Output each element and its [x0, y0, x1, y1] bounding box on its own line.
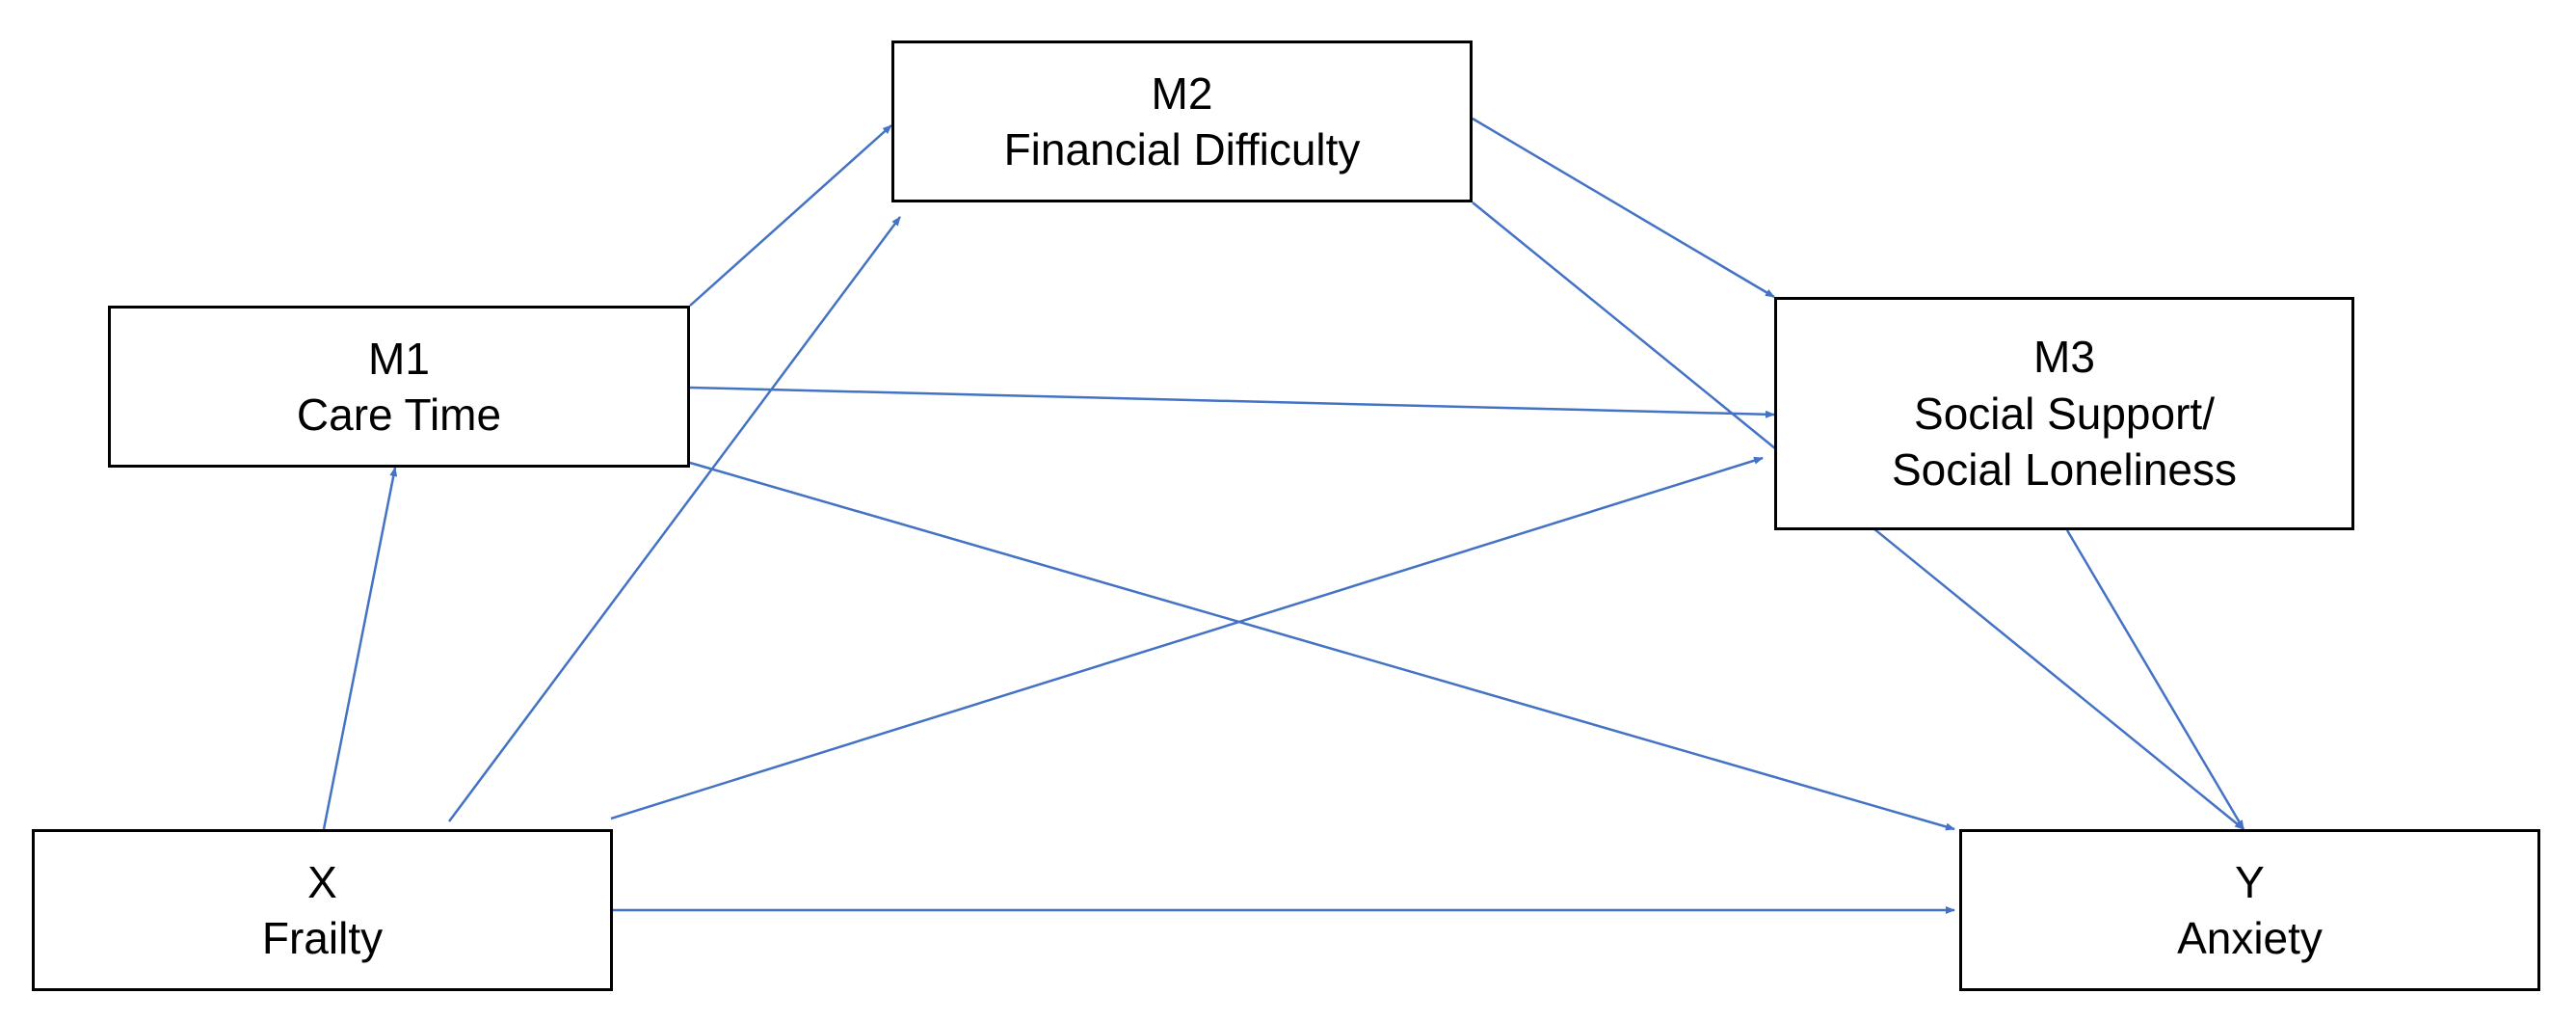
node-y-id: Y	[2235, 856, 2265, 907]
edge-m1-to-m2	[689, 124, 892, 307]
edge-m3-to-y	[2065, 529, 2245, 830]
node-y-label: Anxiety	[2177, 913, 2323, 963]
node-x-id: X	[307, 856, 337, 907]
node-m3-label-line2: Social Loneliness	[1891, 444, 2237, 496]
node-m2-label: Financial Difficulty	[1003, 124, 1361, 175]
node-y-anxiety: Y Anxiety	[1959, 829, 2540, 991]
node-m1-care-time: M1 Care Time	[108, 306, 690, 468]
node-x-label: Frailty	[261, 913, 384, 963]
edge-m1-to-y	[689, 461, 1955, 831]
node-m3-social-support: M3 Social Support/ Social Loneliness	[1774, 297, 2354, 530]
node-m2-financial-difficulty: M2 Financial Difficulty	[891, 40, 1473, 202]
node-m1-id: M1	[368, 333, 430, 384]
edge-m2-to-m3	[1472, 117, 1775, 299]
node-x-frailty: X Frailty	[32, 829, 613, 991]
node-m2-id: M2	[1151, 67, 1213, 119]
edge-x-to-m1	[322, 467, 398, 830]
node-m3-label-line1: Social Support/	[1914, 388, 2215, 439]
node-m3-id: M3	[2033, 332, 2095, 383]
node-m1-label: Care Time	[296, 390, 502, 440]
edge-x-to-m2	[447, 216, 902, 822]
edge-m1-to-m3	[689, 386, 1775, 418]
edge-x-to-m3	[610, 456, 1764, 820]
